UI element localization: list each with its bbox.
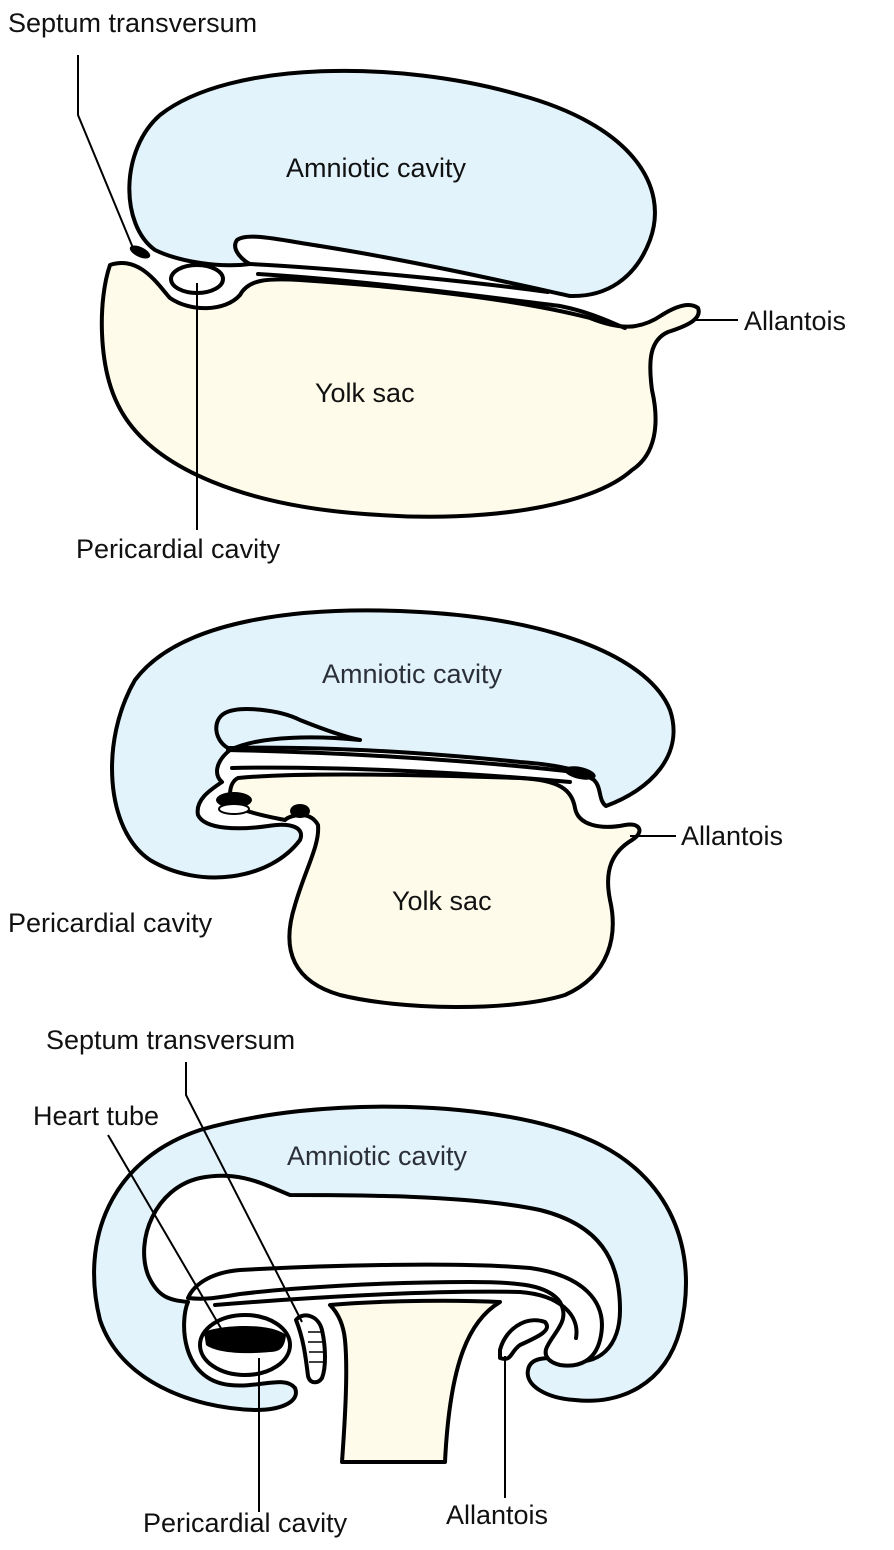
- stage2-embryo-upper-strand: [226, 748, 577, 774]
- stage2-allantois-label: Allantois: [681, 821, 783, 851]
- stage3-allantois-loop: [498, 1318, 549, 1361]
- stage2-amniotic-label: Amniotic cavity: [322, 659, 503, 689]
- stage2-pericardial-lumen: [218, 803, 250, 815]
- stage1-embryo-lower-strand: [256, 272, 627, 330]
- stage-1: Septum transversum Amniotic cavity Allan…: [8, 8, 846, 564]
- stage1-pericardial-label: Pericardial cavity: [76, 534, 281, 564]
- stage3-septum-mark: [294, 1313, 327, 1385]
- stage3-heart-tube: [204, 1326, 286, 1354]
- stage1-amniotic-cavity-shape: [127, 68, 657, 299]
- stage3-septum-stripes: [308, 1331, 324, 1363]
- stage1-allantois-label: Allantois: [744, 306, 846, 336]
- stage3-septum-leader: [185, 1062, 303, 1323]
- stage-3: Septum transversum Heart tube Amniotic c…: [33, 1025, 688, 1538]
- stage3-heart-tube-label: Heart tube: [33, 1101, 159, 1131]
- stage3-pericardial-label: Pericardial cavity: [143, 1508, 348, 1538]
- stage1-embryo-upper-strand: [248, 262, 550, 294]
- stage2-septum-mark: [290, 804, 310, 818]
- stage3-amniotic-cavity-shape: [92, 1104, 688, 1412]
- stage1-amniotic-label: Amniotic cavity: [286, 153, 467, 183]
- stage2-pericardial-label: Pericardial cavity: [8, 908, 213, 938]
- stage1-yolk-label: Yolk sac: [315, 378, 415, 408]
- stage1-yolk-sac-shape: [99, 261, 701, 519]
- stage3-embryo-gut-strand: [213, 1289, 579, 1340]
- stage3-septum-label: Septum transversum: [46, 1025, 295, 1055]
- stage3-embryo-inner-tube: [186, 1262, 604, 1368]
- stage3-amniotic-label: Amniotic cavity: [287, 1141, 468, 1171]
- stage2-embryo-lower-strand: [230, 765, 572, 784]
- stage1-septum-label: Septum transversum: [8, 8, 257, 38]
- stage-2: Amniotic cavity Allantois Yolk sac Peric…: [8, 608, 783, 1009]
- stage3-allantois-label: Allantois: [446, 1500, 548, 1530]
- stage1-septum-mark: [129, 245, 151, 259]
- stage1-septum-leader: [77, 55, 134, 249]
- stage3-yolk-stalk-shape: [328, 1298, 502, 1464]
- stage2-amniotic-cavity-shape: [110, 608, 676, 880]
- stage2-allantois-mark: [564, 766, 596, 780]
- stage2-yolk-label: Yolk sac: [392, 886, 492, 916]
- stage3-heart-tube-leader: [107, 1134, 223, 1331]
